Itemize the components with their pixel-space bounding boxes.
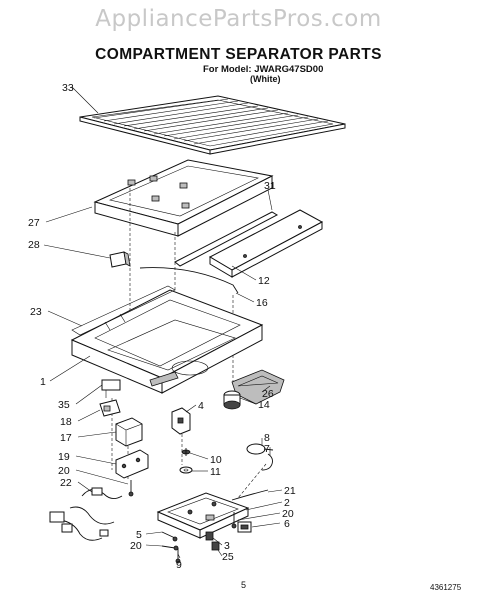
part-22-harness [49, 487, 123, 541]
callout-1: 1 [40, 376, 46, 388]
part-23-separator [70, 285, 264, 394]
callout-20-a: 20 [58, 465, 70, 477]
part-11-washer [179, 466, 193, 474]
color-label: (White) [250, 74, 281, 84]
part-14-grommet [223, 390, 241, 410]
part-33-grille-shelf [79, 95, 346, 155]
part-19-housing [115, 449, 149, 479]
callout-18: 18 [60, 416, 72, 428]
part-20-screw-left [128, 480, 134, 497]
part-8-bulb [246, 443, 274, 455]
model-label: For Model: JWARG47SD00 [203, 64, 324, 75]
part-20-screw-right [231, 512, 237, 529]
part-31-strip [174, 211, 279, 267]
callout-19: 19 [58, 451, 70, 463]
callout-5: 5 [136, 529, 142, 541]
watermark: AppliancePartsPros.com [95, 6, 382, 32]
part-25-plug [211, 541, 220, 551]
callout-23: 23 [30, 306, 42, 318]
part-18-knob [99, 399, 121, 417]
callout-21: 21 [284, 485, 296, 497]
callout-20-b: 20 [282, 508, 294, 520]
leader-lines [43, 86, 283, 559]
callout-27: 27 [28, 217, 40, 229]
callout-9: 9 [176, 559, 182, 571]
part-27-frame [93, 159, 274, 330]
callout-8: 8 [264, 432, 270, 444]
callout-17: 17 [60, 432, 72, 444]
part-21-wire [231, 489, 269, 501]
callout-12: 12 [258, 275, 270, 287]
callout-35: 35 [58, 399, 70, 411]
part-code: 4361275 [430, 583, 462, 592]
callout-14: 14 [258, 399, 270, 411]
callout-16: 16 [256, 297, 268, 309]
callout-2: 2 [284, 497, 290, 509]
part-10-spring [181, 448, 191, 456]
page-number: 5 [241, 580, 247, 590]
part-20-screw-bottom [161, 545, 179, 551]
callout-25: 25 [222, 551, 234, 563]
callout-28: 28 [28, 239, 40, 251]
callout-20-c: 20 [130, 540, 142, 552]
callout-6: 6 [284, 518, 290, 530]
page-title: COMPARTMENT SEPARATOR PARTS [95, 46, 382, 63]
callout-11: 11 [210, 466, 221, 478]
part-12-bracket [208, 209, 324, 278]
callout-31: 31 [264, 180, 276, 192]
part-9-screw [175, 548, 181, 564]
callout-26: 26 [262, 388, 274, 400]
callout-33: 33 [62, 82, 74, 94]
callout-numbers: 33 31 27 28 12 16 23 1 26 35 4 14 18 17 … [28, 82, 296, 571]
part-3-plug [205, 531, 214, 541]
part-7-socket [237, 453, 273, 499]
callout-22: 22 [60, 477, 72, 489]
callout-10: 10 [210, 454, 222, 466]
part-4-damper [171, 407, 191, 465]
callout-7: 7 [264, 443, 270, 455]
part-28-clip [109, 251, 131, 268]
part-2-base-cover [156, 492, 250, 539]
part-6-connector [237, 521, 252, 533]
callout-4: 4 [198, 400, 204, 412]
callout-3: 3 [224, 540, 230, 552]
part-5-screw [161, 531, 178, 542]
